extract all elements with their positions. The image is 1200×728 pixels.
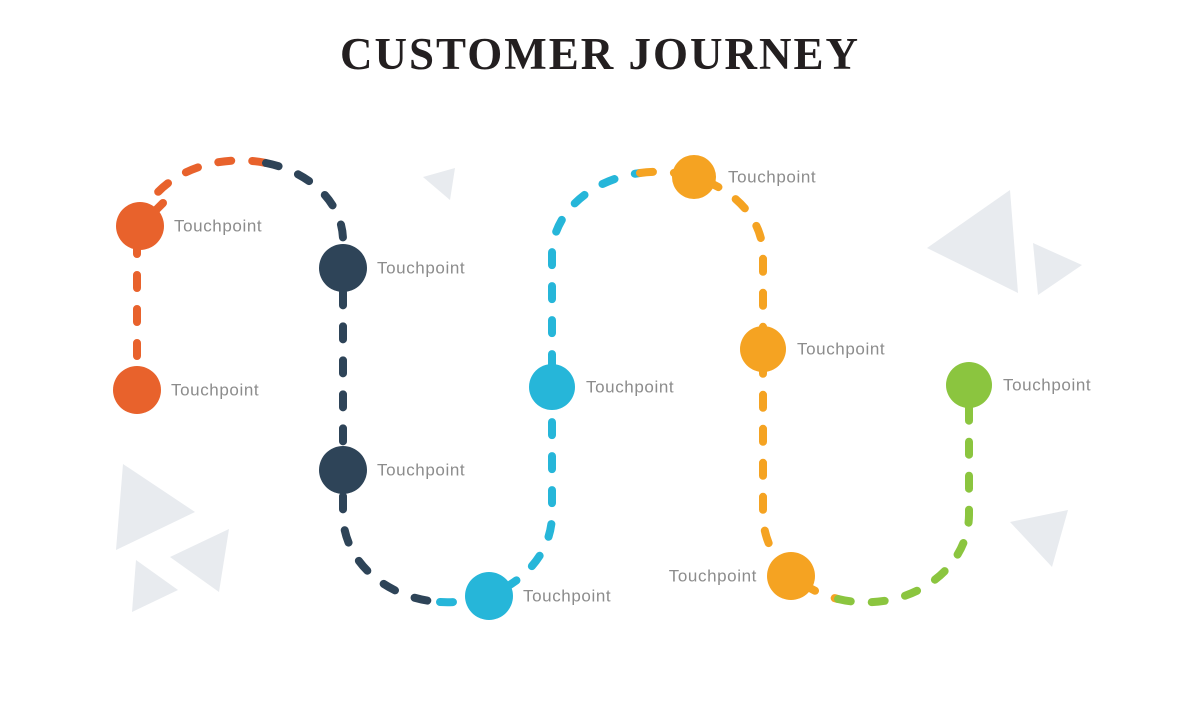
touchpoint-marker-yellow bbox=[767, 552, 815, 600]
touchpoint-marker-yellow bbox=[672, 155, 716, 199]
touchpoint-label: Touchpoint bbox=[174, 217, 262, 236]
decor-triangle-right-small bbox=[1033, 243, 1082, 295]
touchpoint-marker-yellow bbox=[740, 326, 786, 372]
touchpoint-label: Touchpoint bbox=[523, 587, 611, 606]
touchpoint-label: Touchpoint bbox=[586, 378, 674, 397]
touchpoint-label: Touchpoint bbox=[377, 259, 465, 278]
touchpoint-marker-green bbox=[946, 362, 992, 408]
decor-triangle-left-large bbox=[116, 464, 195, 550]
touchpoint-marker-navy bbox=[319, 446, 367, 494]
path-segment-navy bbox=[262, 159, 444, 606]
touchpoint-marker-orange bbox=[113, 366, 161, 414]
touchpoint-label: Touchpoint bbox=[1003, 376, 1091, 395]
touchpoint-label: Touchpoint bbox=[171, 381, 259, 400]
touchpoint-label: Touchpoint bbox=[728, 168, 816, 187]
decor-triangle-top-small bbox=[423, 168, 455, 200]
touchpoint-label: Touchpoint bbox=[669, 567, 757, 586]
decor-triangle-right-large bbox=[927, 190, 1018, 293]
path-segment-orange bbox=[133, 156, 270, 394]
path-segment-green bbox=[834, 381, 973, 607]
decor-triangle-bottom-right bbox=[1010, 510, 1068, 567]
touchpoint-marker-cyan bbox=[529, 364, 575, 410]
page-title: CUSTOMER JOURNEY bbox=[340, 29, 860, 79]
touchpoint-label: Touchpoint bbox=[797, 340, 885, 359]
decor-triangle-left-small bbox=[132, 560, 178, 612]
decor-triangle-left-mid bbox=[170, 529, 229, 592]
touchpoint-marker-orange bbox=[116, 202, 164, 250]
touchpoint-marker-navy bbox=[319, 244, 367, 292]
touchpoint-marker-cyan bbox=[465, 572, 513, 620]
touchpoint-label: Touchpoint bbox=[377, 461, 465, 480]
